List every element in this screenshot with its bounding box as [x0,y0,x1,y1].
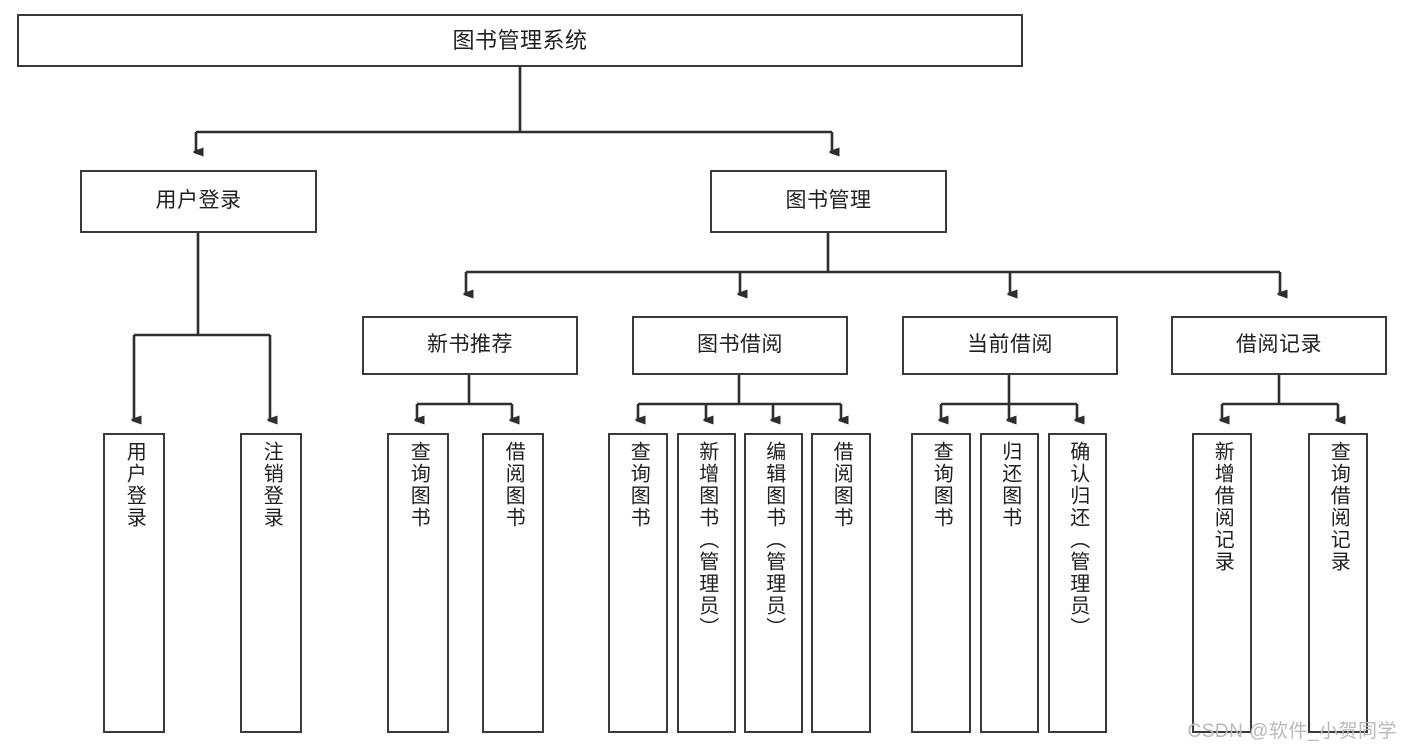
watermark-text: CSDN @软件_小贺同学 [1187,721,1397,742]
leaf-add-borrow-record[interactable]: 新增借阅记录 [1192,433,1252,733]
node-label: 查询图书 [627,441,650,529]
node-label: 确认归还（管理员） [1066,441,1089,639]
leaf-borrow-book[interactable]: 借阅图书 [811,433,871,733]
leaf-add-book-admin[interactable]: 新增图书（管理员） [677,433,736,733]
leaf-query-book-current[interactable]: 查询图书 [911,433,971,733]
leaf-logout-login[interactable]: 注销登录 [240,433,302,733]
node-borrow-record[interactable]: 借阅记录 [1171,316,1387,375]
node-book-borrow[interactable]: 图书借阅 [632,316,848,375]
node-book-management[interactable]: 图书管理 [710,170,947,233]
node-label: 用户登录 [123,441,146,529]
node-label: 借阅图书 [502,441,525,529]
node-label: 图书借阅 [697,333,783,357]
node-label: 查询图书 [930,441,953,529]
node-label: 用户登录 [155,189,242,213]
leaf-query-book-recommend[interactable]: 查询图书 [387,433,449,733]
leaf-query-borrow-record[interactable]: 查询借阅记录 [1308,433,1368,733]
node-label: 新增借阅记录 [1211,441,1234,573]
node-label: 图书管理 [785,189,872,213]
node-label: 图书管理系统 [452,27,588,53]
node-label: 新增图书（管理员） [695,441,718,639]
node-label: 注销登录 [260,441,283,529]
leaf-borrow-book-recommend[interactable]: 借阅图书 [482,433,544,733]
node-label: 编辑图书（管理员） [762,441,785,639]
node-current-borrow[interactable]: 当前借阅 [902,316,1118,375]
node-label: 新书推荐 [427,333,513,357]
leaf-query-book-borrow[interactable]: 查询图书 [608,433,668,733]
node-user-login[interactable]: 用户登录 [80,170,317,233]
node-label: 借阅图书 [830,441,853,529]
node-label: 查询借阅记录 [1327,441,1350,573]
node-label: 借阅记录 [1236,333,1322,357]
node-label: 当前借阅 [967,333,1053,357]
leaf-user-login[interactable]: 用户登录 [103,433,165,733]
leaf-edit-book-admin[interactable]: 编辑图书（管理员） [744,433,803,733]
leaf-return-book[interactable]: 归还图书 [980,433,1039,733]
node-label: 查询图书 [407,441,430,529]
leaf-confirm-return-admin[interactable]: 确认归还（管理员） [1048,433,1107,733]
node-new-book-recommend[interactable]: 新书推荐 [362,316,578,375]
node-root-system[interactable]: 图书管理系统 [17,14,1023,67]
node-label: 归还图书 [998,441,1021,529]
